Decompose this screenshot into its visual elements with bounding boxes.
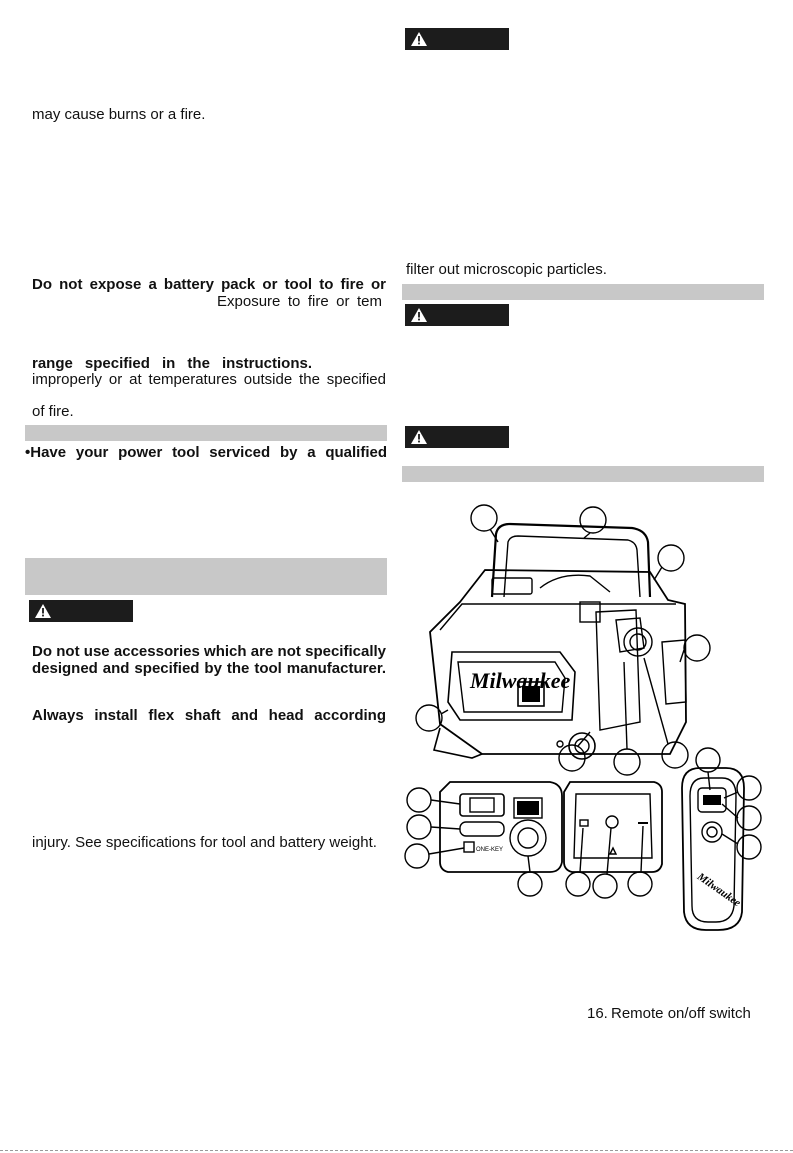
accessories-warning-line-1: Do not use accessories which are not spe… — [32, 643, 386, 660]
warning-triangle-icon — [411, 32, 427, 46]
warning-label-right-middle — [405, 304, 509, 326]
of-fire-text: of fire. — [32, 403, 74, 420]
tool-illustration: Milwaukee ONE-KEY — [404, 504, 762, 931]
flex-shaft-heading: Always install flex shaft and head accor… — [32, 707, 386, 724]
filter-text: filter out microscopic particles. — [406, 261, 607, 278]
warning-label-left — [29, 600, 133, 622]
svg-text:Milwaukee: Milwaukee — [694, 870, 743, 909]
temperature-range-heading: range specified in the instructions. — [32, 355, 312, 372]
accessories-warning-line-2: designed and specified by the tool manuf… — [32, 660, 386, 677]
improper-temperature-text: improperly or at temperatures outside th… — [32, 371, 386, 388]
legend-remote-number: 16. — [587, 1005, 608, 1022]
fire-exposure-text: Exposure to fire or tem — [217, 293, 382, 310]
right-section-bar-2 — [402, 466, 764, 482]
service-section-bar — [25, 425, 387, 441]
warning-label-right-top — [405, 28, 509, 50]
injury-text: injury. See specifications for tool and … — [32, 834, 377, 851]
page-bottom-rule — [0, 1150, 793, 1151]
warning-triangle-icon — [411, 308, 427, 322]
burns-text: may cause burns or a fire. — [32, 106, 206, 123]
warning-triangle-icon — [35, 604, 51, 618]
legend-remote-label: Remote on/off switch — [611, 1005, 751, 1022]
fire-exposure-heading: Do not expose a battery pack or tool to … — [32, 276, 386, 293]
warning-triangle-icon — [411, 430, 427, 444]
warning-label-right-bottom — [405, 426, 509, 448]
right-section-bar-1 — [402, 284, 764, 300]
svg-text:ONE-KEY: ONE-KEY — [476, 847, 503, 853]
brand-logo: Milwaukee — [469, 668, 570, 693]
service-heading: •Have your power tool serviced by a qual… — [25, 444, 387, 461]
specific-safety-section-bar — [25, 558, 387, 595]
